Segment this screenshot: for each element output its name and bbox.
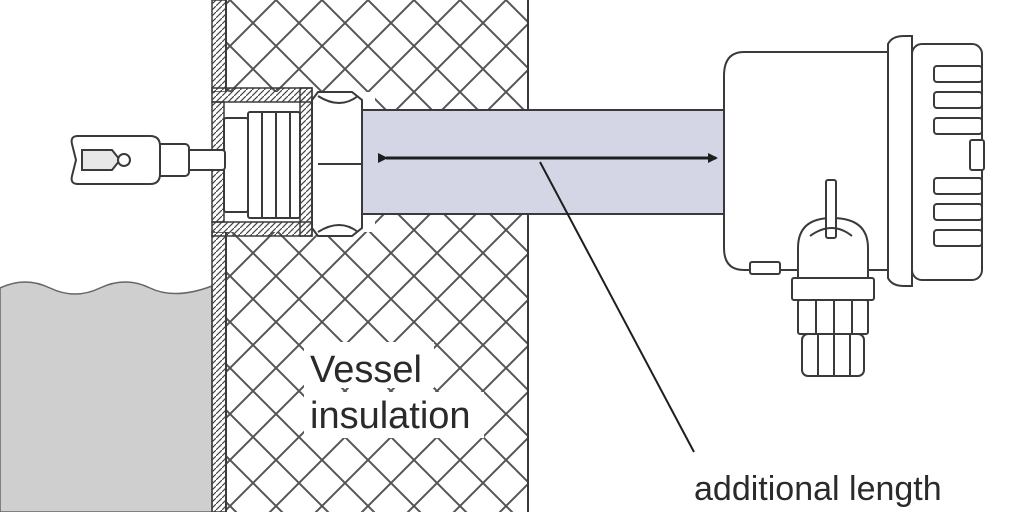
label-bg-2 <box>304 392 484 438</box>
electronics-housing <box>723 35 985 287</box>
additional-length-label: additional length <box>694 470 942 508</box>
insulation-label-line1: Vessel <box>310 349 422 391</box>
label-bg-1 <box>304 342 434 388</box>
extension-tube <box>361 109 725 215</box>
vessel-wall <box>211 0 227 512</box>
cable-gland <box>749 179 875 377</box>
threaded-fitting <box>223 111 301 219</box>
hex-nut <box>311 91 363 237</box>
mounting-socket <box>211 87 313 237</box>
fork-probe <box>70 135 226 185</box>
insulation-label-line2: insulation <box>310 395 471 437</box>
vessel-liquid <box>0 281 213 512</box>
leader-line <box>539 161 695 453</box>
